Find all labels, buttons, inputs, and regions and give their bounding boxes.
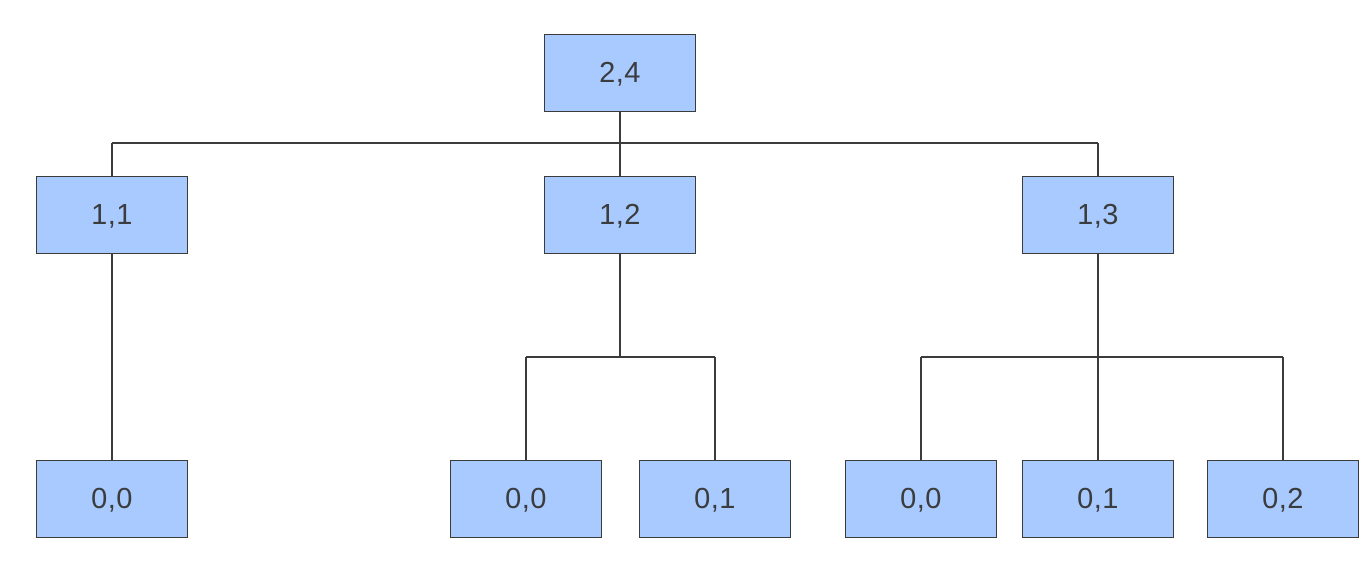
tree-node-label: 1,1 — [91, 198, 133, 231]
tree-node-n3[interactable]: 1,3 — [1022, 176, 1174, 254]
tree-node-label: 1,3 — [1077, 198, 1119, 231]
tree-node-n0[interactable]: 2,4 — [544, 34, 696, 112]
tree-node-label: 0,2 — [1262, 482, 1304, 515]
tree-node-n6[interactable]: 0,1 — [639, 460, 791, 538]
tree-node-n8[interactable]: 0,1 — [1022, 460, 1174, 538]
tree-node-n9[interactable]: 0,2 — [1207, 460, 1359, 538]
tree-node-n4[interactable]: 0,0 — [36, 460, 188, 538]
tree-node-n2[interactable]: 1,2 — [544, 176, 696, 254]
tree-node-n1[interactable]: 1,1 — [36, 176, 188, 254]
tree-node-label: 0,0 — [505, 482, 547, 515]
tree-node-label: 0,0 — [91, 482, 133, 515]
tree-node-label: 0,1 — [1077, 482, 1119, 515]
tree-node-n7[interactable]: 0,0 — [845, 460, 997, 538]
tree-node-label: 0,0 — [900, 482, 942, 515]
tree-node-label: 2,4 — [599, 56, 641, 89]
tree-node-n5[interactable]: 0,0 — [450, 460, 602, 538]
tree-node-label: 0,1 — [694, 482, 736, 515]
tree-node-label: 1,2 — [599, 198, 641, 231]
